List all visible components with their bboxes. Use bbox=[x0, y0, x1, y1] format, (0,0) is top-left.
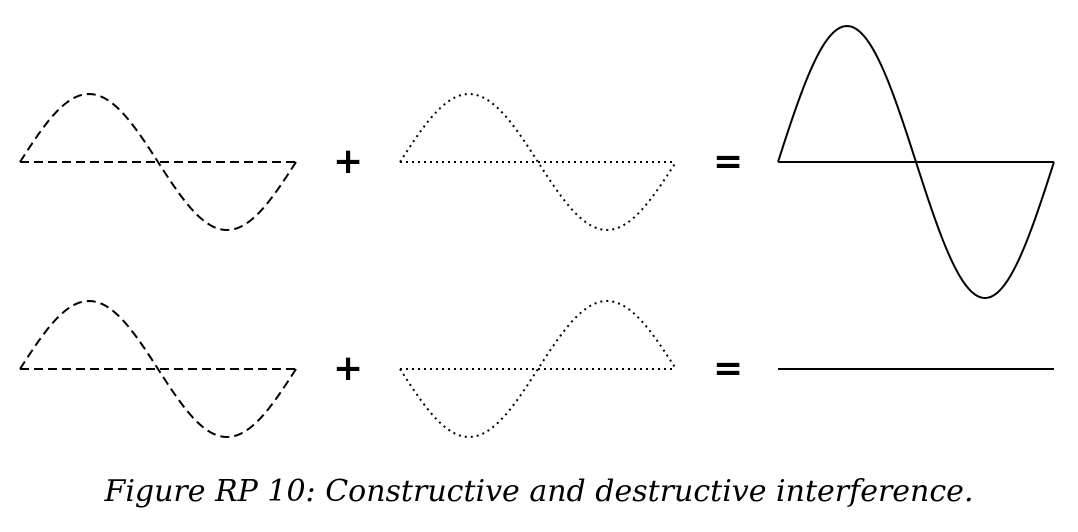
wave-a-curve bbox=[19, 299, 297, 439]
figure-caption: Figure RP 10: Constructive and destructi… bbox=[104, 474, 974, 509]
wave-a-curve bbox=[19, 92, 297, 232]
equals-sign: = bbox=[713, 141, 744, 182]
equals-sign: = bbox=[713, 348, 744, 389]
result-wave-curve bbox=[777, 24, 1055, 300]
wave-b-curve bbox=[399, 299, 677, 439]
plus-sign: + bbox=[333, 141, 364, 182]
destructive-row bbox=[19, 299, 1054, 439]
wave-b-curve bbox=[399, 92, 677, 232]
plus-sign: + bbox=[333, 348, 364, 389]
constructive-row bbox=[19, 24, 1055, 300]
